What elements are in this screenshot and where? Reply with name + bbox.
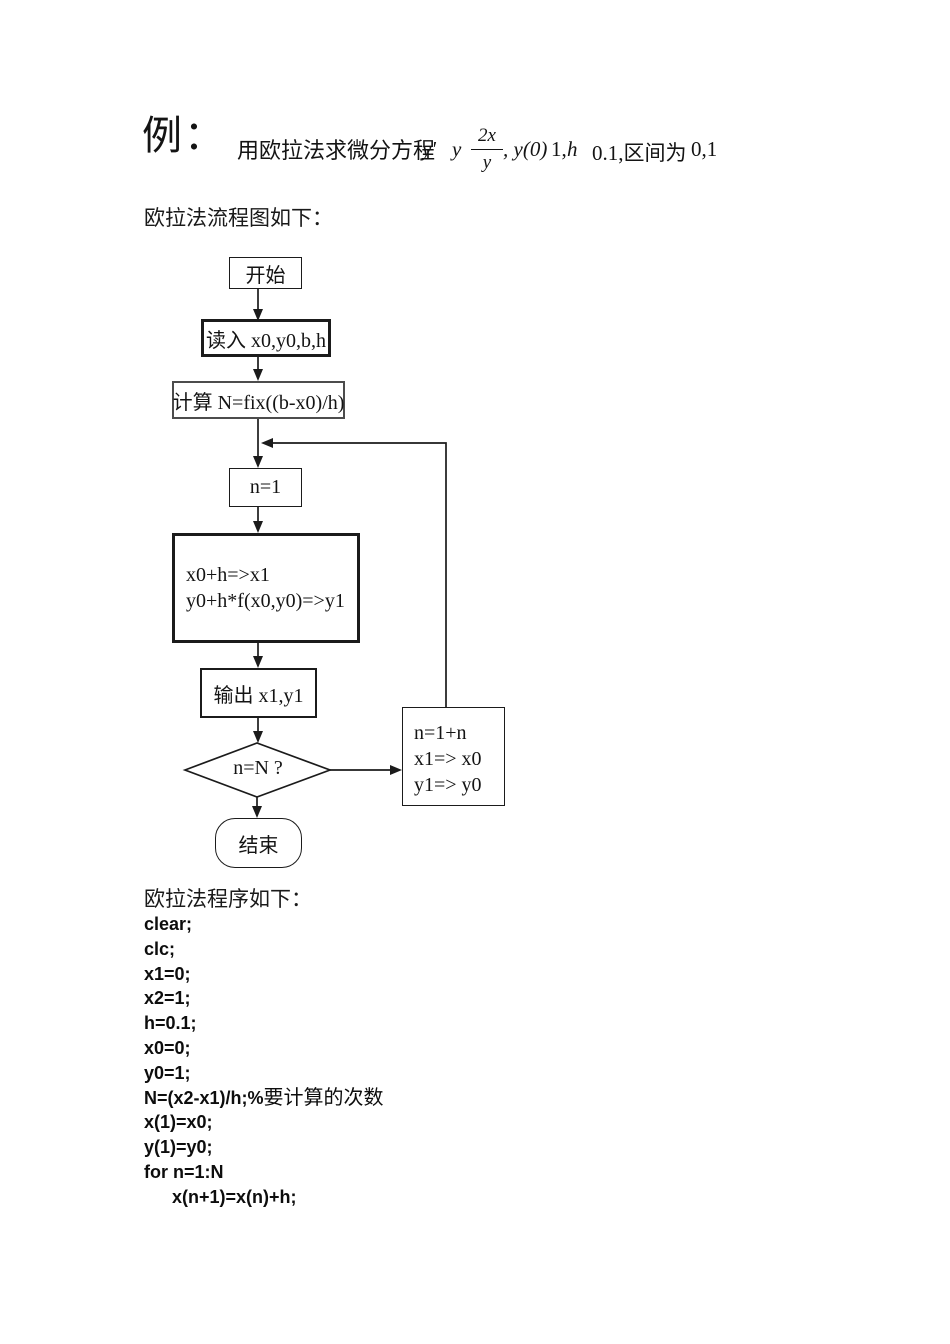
code-comment: 要计算的次数: [263, 1086, 384, 1109]
read-label: 读入 x0,y0,b,h: [206, 329, 326, 352]
formula-value-one: 1,: [551, 137, 567, 161]
formula-fraction: 2x y: [471, 122, 503, 176]
flowchart-start-box: 开始: [229, 257, 302, 289]
flowchart-calc-box: 计算 N=fix((b-x0)/h): [172, 381, 345, 419]
start-label: 开始: [245, 264, 286, 287]
code-line: clear;: [144, 914, 193, 934]
compute-line2: y0+h*f(x0,y0)=>y1: [186, 590, 345, 612]
flowchart-end-box: 结束: [215, 818, 302, 868]
fraction-numerator: 2x: [471, 122, 503, 150]
arrowhead-decision-loop: [390, 765, 402, 775]
code-line: x0=0;: [144, 1037, 191, 1058]
code-line: x(1)=x0;: [144, 1112, 213, 1133]
arrowhead-read-calc: [253, 369, 263, 381]
code-line-with-comment: N=(x2-x1)/h;%要计算的次数: [144, 1086, 384, 1111]
loop-line1: n=1+n: [414, 721, 467, 744]
calc-label: 计算 N=fix((b-x0)/h): [172, 391, 345, 414]
arrowhead-init-compute: [253, 521, 263, 533]
flowchart-init-box: n=1: [229, 468, 302, 507]
code-listing: 欧拉法程序如下： clear; clc; x1=0; x2=1; h=0.1; …: [144, 886, 384, 1210]
code-line: for n=1:N: [144, 1161, 224, 1182]
arrowhead-calc-init: [253, 456, 263, 468]
flowchart-read-box: 读入 x0,y0,b,h: [201, 319, 331, 357]
end-label: 结束: [238, 834, 279, 857]
formula-initial-condition: , y(0): [503, 137, 548, 161]
intro-text: 用欧拉法求微分方程: [237, 138, 436, 163]
loop-line3: y1=> y0: [414, 773, 482, 796]
formula-y: y: [452, 137, 462, 161]
formula-h: h: [567, 137, 578, 161]
output-label: 输出 x1,y1: [213, 684, 304, 707]
code-line: h=0.1;: [144, 1013, 197, 1034]
code-line: x1=0;: [144, 963, 191, 984]
code-line: y(1)=y0;: [144, 1137, 213, 1158]
flowchart-compute-box: x0+h=>x1 y0+h*f(x0,y0)=>y1: [172, 533, 360, 643]
formula-interval-value: 0,1: [691, 137, 718, 161]
arrowhead-decision-end: [252, 806, 262, 818]
flowchart-caption: 欧拉法流程图如下：: [144, 206, 333, 230]
code-line-indented: x(n+1)=x(n)+h;: [172, 1186, 297, 1207]
compute-line1: x0+h=>x1: [186, 564, 270, 586]
arrowhead-loopback: [261, 438, 273, 448]
fraction-denominator: y: [482, 152, 492, 173]
decision-label: n=N ?: [233, 757, 283, 779]
loop-line2: x1=> x0: [414, 747, 482, 770]
formula-y-prime: y': [422, 137, 436, 161]
code-line: clc;: [144, 938, 176, 959]
code-line: y0=1;: [144, 1062, 191, 1083]
example-label: 例：: [142, 113, 226, 158]
arrowhead-output-decision: [253, 731, 263, 743]
code-statement: N=(x2-x1)/h;%: [144, 1087, 264, 1108]
formula-step-interval-text: 0.1,区间为: [592, 141, 687, 165]
code-caption: 欧拉法程序如下：: [144, 887, 312, 911]
init-label: n=1: [249, 476, 282, 498]
flowchart-output-box: 输出 x1,y1: [200, 668, 317, 718]
arrowhead-compute-output: [253, 656, 263, 668]
code-line: x2=1;: [144, 988, 191, 1009]
flowchart-loop-box: n=1+n x1=> x0 y1=> y0: [402, 707, 505, 806]
